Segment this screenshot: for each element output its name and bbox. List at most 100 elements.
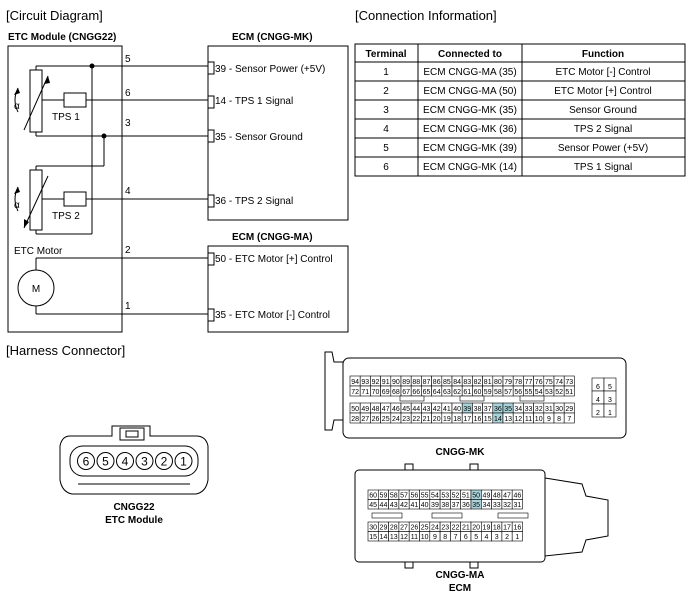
svg-text:35: 35: [472, 502, 480, 509]
mk-pin-41: 41: [441, 402, 453, 414]
mk-pin-17: 17: [461, 412, 473, 424]
svg-text:29: 29: [565, 406, 573, 413]
table-row: 6 ECM CNGG-MK (14) TPS 1 Signal: [383, 162, 632, 173]
mk-pin-33: 33: [523, 402, 534, 414]
svg-text:53: 53: [545, 389, 553, 396]
mk-pin-63: 63: [441, 385, 453, 397]
ma-pin-36: 36: [460, 499, 472, 510]
svg-text:8: 8: [443, 534, 447, 541]
svg-text:38: 38: [474, 406, 482, 413]
ma-pin-13: 13: [388, 531, 400, 542]
tps2-wiper: [23, 175, 49, 229]
svg-text:62: 62: [453, 389, 461, 396]
svg-text:55: 55: [421, 492, 429, 499]
svg-text:2: 2: [596, 410, 600, 417]
ma-pin-15: 15: [367, 531, 379, 542]
svg-text:45: 45: [369, 502, 377, 509]
wire-number-1: 1: [125, 301, 131, 312]
mk-pin-side-2: 2: [591, 403, 605, 418]
tps2-label: TPS 2: [52, 211, 80, 222]
table-row: 2 ECM CNGG-MA (50) ETC Motor [+] Control: [383, 86, 652, 97]
ma-pin-42: 42: [398, 499, 410, 510]
ma-pin-12: 12: [398, 531, 410, 542]
svg-text:30: 30: [369, 524, 377, 531]
svg-text:50: 50: [351, 406, 359, 413]
ma-pin-14: 14: [377, 531, 389, 542]
svg-text:82: 82: [474, 379, 482, 386]
svg-text:79: 79: [504, 379, 512, 386]
svg-text:59: 59: [380, 492, 388, 499]
mk-latch: [324, 351, 344, 431]
table-header-connected-to: Connected to: [438, 49, 502, 60]
mk-pin-89: 89: [400, 375, 412, 387]
ma-pin-34: 34: [480, 499, 492, 510]
ma-pin-32: 32: [501, 499, 513, 510]
svg-text:84: 84: [453, 379, 461, 386]
ma-pin-17: 17: [501, 521, 513, 532]
table-cell: ECM CNGG-MK (39): [423, 143, 517, 154]
mk-pin-94: 94: [349, 375, 361, 387]
ma-pin-11: 11: [408, 531, 420, 542]
mk-pin-76: 76: [533, 375, 545, 387]
svg-text:31: 31: [513, 502, 521, 509]
table-row: 3 ECM CNGG-MK (35) Sensor Ground: [383, 105, 637, 116]
svg-text:50: 50: [472, 492, 480, 499]
junction-sensor-ground: [101, 133, 107, 139]
svg-text:52: 52: [452, 492, 460, 499]
ma-pin-50: 50: [470, 489, 482, 500]
mk-pin-18: 18: [451, 412, 463, 424]
mk-pin-16: 16: [472, 412, 483, 424]
svg-text:30: 30: [555, 406, 563, 413]
motor-letter: M: [32, 284, 40, 295]
ma-pin-16: 16: [511, 521, 523, 532]
svg-text:11: 11: [411, 534, 418, 541]
svg-text:1: 1: [180, 455, 187, 469]
svg-text:54: 54: [431, 492, 439, 499]
ma-pin-52: 52: [450, 489, 461, 500]
mk-terminals: 39 - Sensor Power (+5V) 14 - TPS 1 Signa…: [208, 61, 325, 208]
svg-text:77: 77: [525, 379, 533, 386]
svg-text:60: 60: [474, 389, 482, 396]
svg-text:13: 13: [504, 416, 512, 423]
svg-text:34: 34: [514, 406, 522, 413]
svg-text:21: 21: [462, 524, 470, 531]
svg-text:47: 47: [382, 406, 390, 413]
mk-pin-20: 20: [431, 412, 443, 424]
ma-pin-56: 56: [408, 489, 420, 500]
ma-pin-22: 22: [450, 521, 461, 532]
cngg22-desc: ETC Module: [105, 515, 163, 526]
svg-text:93: 93: [361, 379, 369, 386]
svg-text:57: 57: [504, 389, 512, 396]
mk-pin-29: 29: [563, 402, 575, 414]
svg-text:92: 92: [372, 379, 380, 386]
table-header-function: Function: [582, 49, 624, 60]
svg-text:17: 17: [503, 524, 511, 531]
mk-pin-70: 70: [370, 385, 381, 397]
ma-pin-57: 57: [398, 489, 410, 500]
wire-number-4: 4: [125, 186, 131, 197]
mk-pin-90: 90: [390, 375, 402, 387]
ecm-mk-box: [207, 45, 349, 221]
svg-text:14: 14: [494, 416, 502, 423]
mk-pin-73: 73: [563, 375, 575, 387]
svg-text:81: 81: [484, 379, 492, 386]
mk-terminal-39: 39 - Sensor Power (+5V): [215, 64, 325, 75]
svg-text:87: 87: [423, 379, 431, 386]
ma-pin-60: 60: [367, 489, 379, 500]
svg-text:6: 6: [464, 534, 468, 541]
ma-pin-39: 39: [429, 499, 441, 510]
svg-text:41: 41: [410, 502, 418, 509]
svg-text:45: 45: [402, 406, 410, 413]
mk-pin-23: 23: [400, 412, 412, 424]
mk-pin-50: 50: [349, 402, 361, 414]
svg-text:28: 28: [351, 416, 359, 423]
svg-text:80: 80: [494, 379, 502, 386]
ma-pin-1: 1: [511, 531, 523, 542]
mk-pin-54: 54: [533, 385, 545, 397]
svg-text:88: 88: [412, 379, 420, 386]
table-cell: 2: [383, 86, 389, 97]
svg-text:49: 49: [483, 492, 491, 499]
cngg22-pin-4: 4: [116, 452, 134, 470]
ma-pin-35: 35: [470, 499, 482, 510]
